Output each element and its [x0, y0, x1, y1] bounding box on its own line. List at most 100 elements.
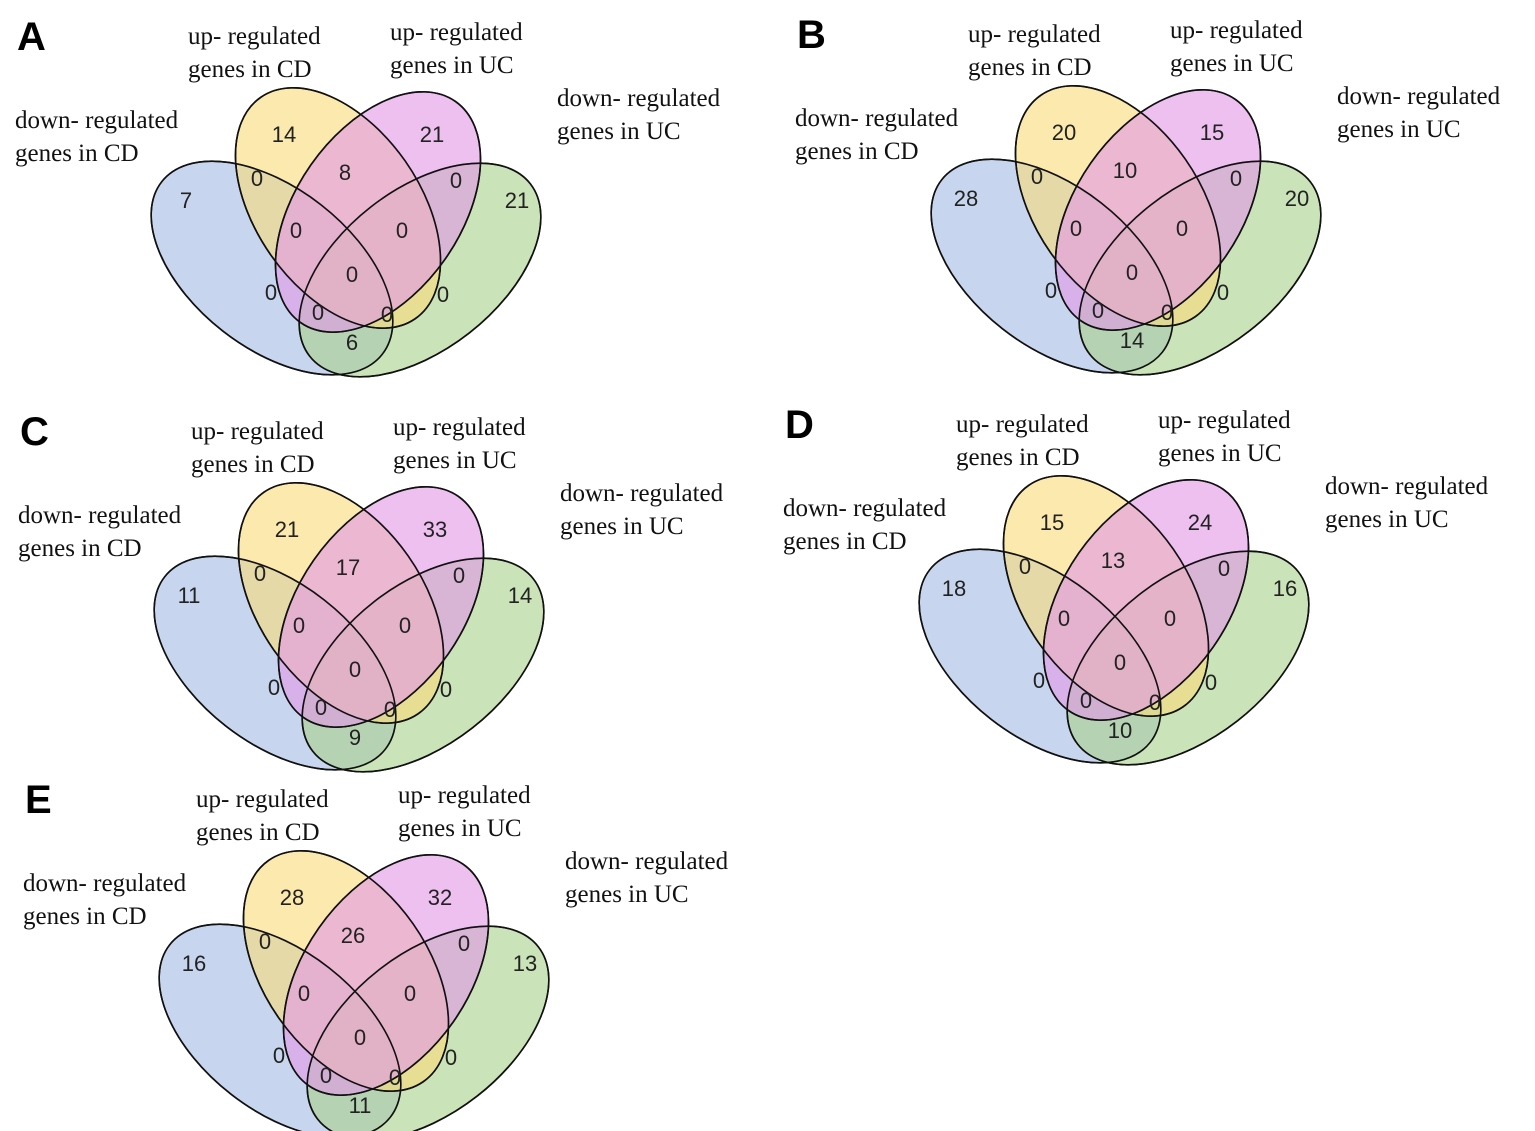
count-ucd-duc: 0	[1217, 280, 1229, 305]
count-down-cd-only: 11	[178, 583, 201, 608]
set-label-down-cd: genes in CD	[795, 138, 919, 165]
count-up-uc-only: 21	[420, 122, 444, 147]
count-dcd-uuc-duc: 0	[312, 300, 324, 325]
panel-letter: C	[20, 410, 49, 454]
count-down-cd-up-cd: 0	[251, 166, 263, 191]
set-label-down-uc: down- regulated	[1337, 83, 1501, 110]
count-dcd-ucd-uuc: 0	[1070, 216, 1082, 241]
set-outline-down-uc	[298, 162, 542, 378]
count-down-uc-only: 13	[513, 951, 537, 976]
count-down-cd-only: 28	[954, 186, 978, 211]
count-up-cd-up-uc: 26	[341, 923, 365, 948]
count-all-four: 0	[349, 657, 361, 682]
count-down-cd-down-uc: 14	[1120, 328, 1144, 353]
set-label-down-cd: genes in CD	[783, 528, 907, 555]
set-label-down-uc: genes in UC	[1337, 116, 1461, 143]
set-outline-up-uc	[274, 91, 482, 333]
count-dcd-ucd-duc: 0	[381, 302, 393, 327]
count-down-cd-only: 16	[182, 951, 206, 976]
set-outline-down-cd	[158, 923, 402, 1131]
count-down-cd-up-cd: 0	[1031, 164, 1043, 189]
count-dcd-ucd-duc: 0	[1149, 690, 1161, 715]
count-dcd-uuc-duc: 0	[1092, 298, 1104, 323]
count-dcd-ucd-uuc: 0	[293, 613, 305, 638]
set-outline-down-cd	[930, 158, 1174, 374]
set-outline-down-uc	[301, 557, 545, 773]
count-down-cd-up-cd: 0	[254, 561, 266, 586]
set-label-up-uc: genes in UC	[1158, 440, 1282, 467]
count-ucd-uuc-duc: 0	[396, 218, 408, 243]
set-label-down-uc: down- regulated	[1325, 473, 1489, 500]
set-label-up-uc: up- regulated	[393, 414, 526, 441]
count-up-cd-only: 15	[1040, 510, 1064, 535]
panel-letter: E	[25, 778, 52, 822]
count-dcd-ucd-uuc: 0	[290, 218, 302, 243]
set-label-down-uc: down- regulated	[565, 848, 729, 875]
count-down-cd-up-cd: 0	[1019, 554, 1031, 579]
set-label-down-cd: genes in CD	[23, 903, 147, 930]
count-down-cd-down-uc: 11	[349, 1093, 372, 1118]
set-label-down-cd: genes in CD	[18, 535, 142, 562]
count-down-cd-up-cd: 0	[259, 929, 271, 954]
count-ucd-uuc-duc: 0	[404, 981, 416, 1006]
set-outline-up-cd	[237, 482, 445, 724]
set-label-down-uc: genes in UC	[560, 513, 684, 540]
set-outline-up-cd	[242, 850, 450, 1092]
count-up-uc-only: 15	[1200, 120, 1224, 145]
set-label-up-cd: genes in CD	[968, 54, 1092, 81]
count-all-four: 0	[1114, 650, 1126, 675]
set-label-up-cd: up- regulated	[191, 418, 324, 445]
count-up-cd-up-uc: 13	[1101, 548, 1125, 573]
set-label-up-uc: up- regulated	[398, 782, 531, 809]
set-label-down-cd: down- regulated	[15, 107, 179, 134]
set-label-up-cd: genes in CD	[191, 451, 315, 478]
count-up-cd-only: 28	[280, 885, 304, 910]
count-up-cd-up-uc: 8	[339, 160, 351, 185]
panel-letter: D	[785, 403, 814, 447]
set-outline-down-uc	[1066, 550, 1310, 766]
set-label-up-uc: up- regulated	[390, 19, 523, 46]
count-dcd-ucd-duc: 0	[384, 697, 396, 722]
set-outline-down-cd	[153, 555, 397, 771]
count-dcd-uuc: 0	[1045, 278, 1057, 303]
count-down-cd-only: 7	[180, 188, 192, 213]
set-outline-up-uc	[282, 854, 490, 1096]
count-ucd-duc: 0	[437, 282, 449, 307]
count-ucd-duc: 0	[1205, 670, 1217, 695]
count-dcd-ucd-duc: 0	[1161, 300, 1173, 325]
count-dcd-ucd-uuc: 0	[1058, 606, 1070, 631]
set-label-up-cd: genes in CD	[188, 56, 312, 83]
count-down-cd-down-uc: 10	[1108, 718, 1132, 743]
count-all-four: 0	[1126, 260, 1138, 285]
count-ucd-uuc-duc: 0	[1164, 606, 1176, 631]
set-label-up-uc: genes in UC	[393, 447, 517, 474]
count-up-uc-down-uc: 0	[1230, 166, 1242, 191]
set-label-up-cd: genes in CD	[196, 819, 320, 846]
count-up-cd-only: 14	[272, 122, 296, 147]
set-outline-down-cd	[150, 160, 394, 376]
count-up-uc-only: 32	[428, 885, 452, 910]
set-outline-up-uc	[1054, 89, 1262, 331]
count-up-cd-only: 21	[275, 517, 299, 542]
count-ucd-duc: 0	[445, 1045, 457, 1070]
set-label-up-uc: genes in UC	[1170, 50, 1294, 77]
count-all-four: 0	[346, 262, 358, 287]
set-label-down-cd: down- regulated	[783, 495, 947, 522]
set-outline-up-cd	[1014, 85, 1222, 327]
set-label-down-uc: down- regulated	[560, 480, 724, 507]
count-dcd-uuc: 0	[268, 675, 280, 700]
count-down-uc-only: 20	[1285, 186, 1309, 211]
set-label-up-uc: up- regulated	[1158, 407, 1291, 434]
count-down-cd-only: 18	[942, 576, 966, 601]
count-ucd-uuc-duc: 0	[399, 613, 411, 638]
count-dcd-ucd-duc: 0	[389, 1065, 401, 1090]
set-label-down-cd: down- regulated	[795, 105, 959, 132]
set-label-down-cd: genes in CD	[15, 140, 139, 167]
set-outline-down-uc	[1078, 160, 1322, 376]
set-label-up-uc: up- regulated	[1170, 17, 1303, 44]
panel-letter: B	[797, 13, 826, 57]
count-dcd-uuc: 0	[265, 280, 277, 305]
count-down-cd-down-uc: 6	[346, 330, 358, 355]
